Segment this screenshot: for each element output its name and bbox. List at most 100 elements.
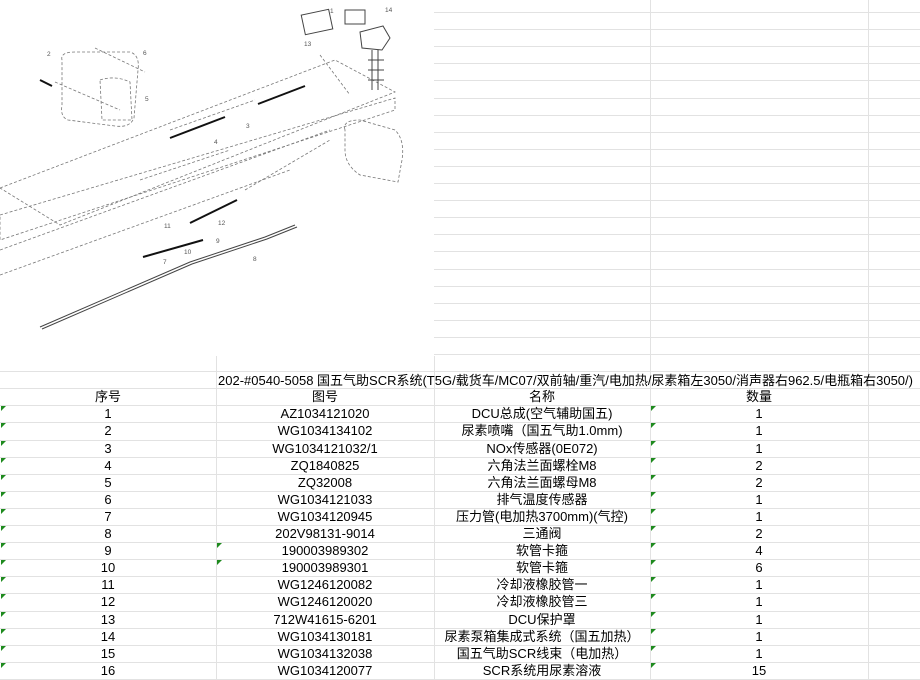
cell-part-no[interactable]: WG1034130181 [277,629,373,644]
cell-part-no[interactable]: WG1034132038 [277,646,373,661]
cell-name[interactable]: SCR系统用尿素溶液 [482,663,602,678]
number-stored-as-text-marker [651,543,656,548]
cell-name[interactable]: 软管卡箍 [515,543,568,558]
cell-name[interactable]: 六角法兰面螺栓M8 [487,458,597,473]
cell-name[interactable]: 国五气助SCR线束（电加热） [456,646,628,661]
row-gridline [0,542,920,543]
cell-qty[interactable]: 2 [755,526,763,541]
callout-1: 1 [330,8,334,15]
cell-name[interactable]: 三通阀 [522,526,562,541]
cell-index[interactable]: 1 [104,406,112,421]
cell-name[interactable]: 排气温度传感器 [496,492,588,507]
number-stored-as-text-marker [651,646,656,651]
cell-index[interactable]: 11 [101,577,115,592]
cell-qty[interactable]: 1 [755,612,763,627]
row-gridline [434,251,920,252]
cell-qty[interactable]: 1 [755,423,763,438]
exploded-parts-diagram[interactable]: 1 2 3 4 5 6 7 8 9 10 11 12 13 14 [0,0,434,356]
cell-qty[interactable]: 15 [751,663,767,678]
header-index[interactable]: 序号 [94,389,121,404]
cell-name[interactable]: NOx传感器(0E072) [486,441,598,456]
cell-name[interactable]: 尿素喷嘴（国五气助1.0mm) [461,423,623,438]
cell-part-no[interactable]: 190003989301 [281,560,369,575]
cell-qty[interactable]: 2 [755,458,763,473]
cell-index[interactable]: 7 [104,509,112,524]
cell-qty[interactable]: 1 [755,406,763,421]
cell-qty[interactable]: 1 [755,629,763,644]
column-gridline [216,356,217,680]
cell-part-no[interactable]: AZ1034121020 [280,406,370,421]
cell-qty[interactable]: 4 [755,543,763,558]
row-gridline [0,508,920,509]
cell-index[interactable]: 5 [104,475,112,490]
cell-part-no[interactable]: WG1034121033 [277,492,373,507]
cell-qty[interactable]: 1 [755,441,763,456]
cell-qty[interactable]: 1 [755,509,763,524]
cell-qty[interactable]: 6 [755,560,763,575]
number-stored-as-text-marker [651,458,656,463]
cell-index[interactable]: 2 [104,423,112,438]
cell-qty[interactable]: 1 [755,492,763,507]
row-gridline [434,354,920,355]
number-stored-as-text-marker [1,629,6,634]
cell-part-no[interactable]: WG1034121032/1 [272,441,378,456]
cell-index[interactable]: 15 [100,646,116,661]
cell-part-no[interactable]: WG1034134102 [277,423,373,438]
cell-part-no[interactable]: ZQ1840825 [290,458,360,473]
row-gridline [0,405,920,406]
number-stored-as-text-marker [1,492,6,497]
number-stored-as-text-marker [1,560,6,565]
number-stored-as-text-marker [1,441,6,446]
callout-4: 4 [214,139,218,146]
row-gridline [434,337,920,338]
cell-part-no[interactable]: WG1034120945 [277,509,373,524]
column-gridline [650,0,651,680]
column-gridline [434,356,435,680]
number-stored-as-text-marker [651,509,656,514]
cell-qty[interactable]: 1 [755,594,763,609]
cell-part-no[interactable]: WG1246120020 [277,594,373,609]
cell-name[interactable]: DCU总成(空气辅助国五) [471,406,613,421]
callout-13: 13 [304,41,312,48]
column-gridline [868,0,869,680]
cell-index[interactable]: 8 [104,526,112,541]
cell-part-no[interactable]: ZQ32008 [297,475,353,490]
cell-name[interactable]: 六角法兰面螺母M8 [487,475,597,490]
header-part-no[interactable]: 图号 [311,389,338,404]
cell-qty[interactable]: 1 [755,646,763,661]
number-stored-as-text-marker [1,458,6,463]
cell-name[interactable]: 冷却液橡胶管一 [496,577,588,592]
cell-index[interactable]: 3 [104,441,112,456]
cell-qty[interactable]: 2 [755,475,763,490]
cell-name[interactable]: 尿素泵箱集成式系统（国五加热） [444,629,640,644]
cell-part-no[interactable]: WG1034120077 [277,663,373,678]
cell-part-no[interactable]: 190003989302 [281,543,369,558]
cell-name[interactable]: 软管卡箍 [515,560,568,575]
cell-index[interactable]: 16 [100,663,116,678]
cell-index[interactable]: 4 [104,458,112,473]
header-qty[interactable]: 数量 [745,389,772,404]
cell-part-no[interactable]: WG1246120082 [277,577,373,592]
callout-14: 14 [385,7,393,14]
row-gridline [0,525,920,526]
row-gridline [434,63,920,64]
cell-part-no[interactable]: 712W41615-6201 [273,612,377,627]
cell-name[interactable]: DCU保护罩 [508,612,576,627]
cell-index[interactable]: 14 [100,629,116,644]
cell-index[interactable]: 6 [104,492,112,507]
number-stored-as-text-marker [651,406,656,411]
header-name[interactable]: 名称 [528,389,555,404]
cell-qty[interactable]: 1 [755,577,763,592]
cell-name[interactable]: 压力管(电加热3700mm)(气控) [456,509,628,524]
row-gridline [434,132,920,133]
cell-index[interactable]: 9 [104,543,112,558]
number-stored-as-text-marker [217,543,222,548]
row-gridline [434,320,920,321]
cell-name[interactable]: 冷却液橡胶管三 [496,594,588,609]
cell-part-no[interactable]: 202V98131-9014 [275,526,375,541]
cell-index[interactable]: 10 [100,560,116,575]
callout-8: 8 [253,256,257,263]
cell-index[interactable]: 13 [100,612,116,627]
sheet-title-cell[interactable]: 202-#0540-5058 国五气助SCR系统(T5G/载货车/MC07/双前… [218,373,913,388]
cell-index[interactable]: 12 [100,594,116,609]
